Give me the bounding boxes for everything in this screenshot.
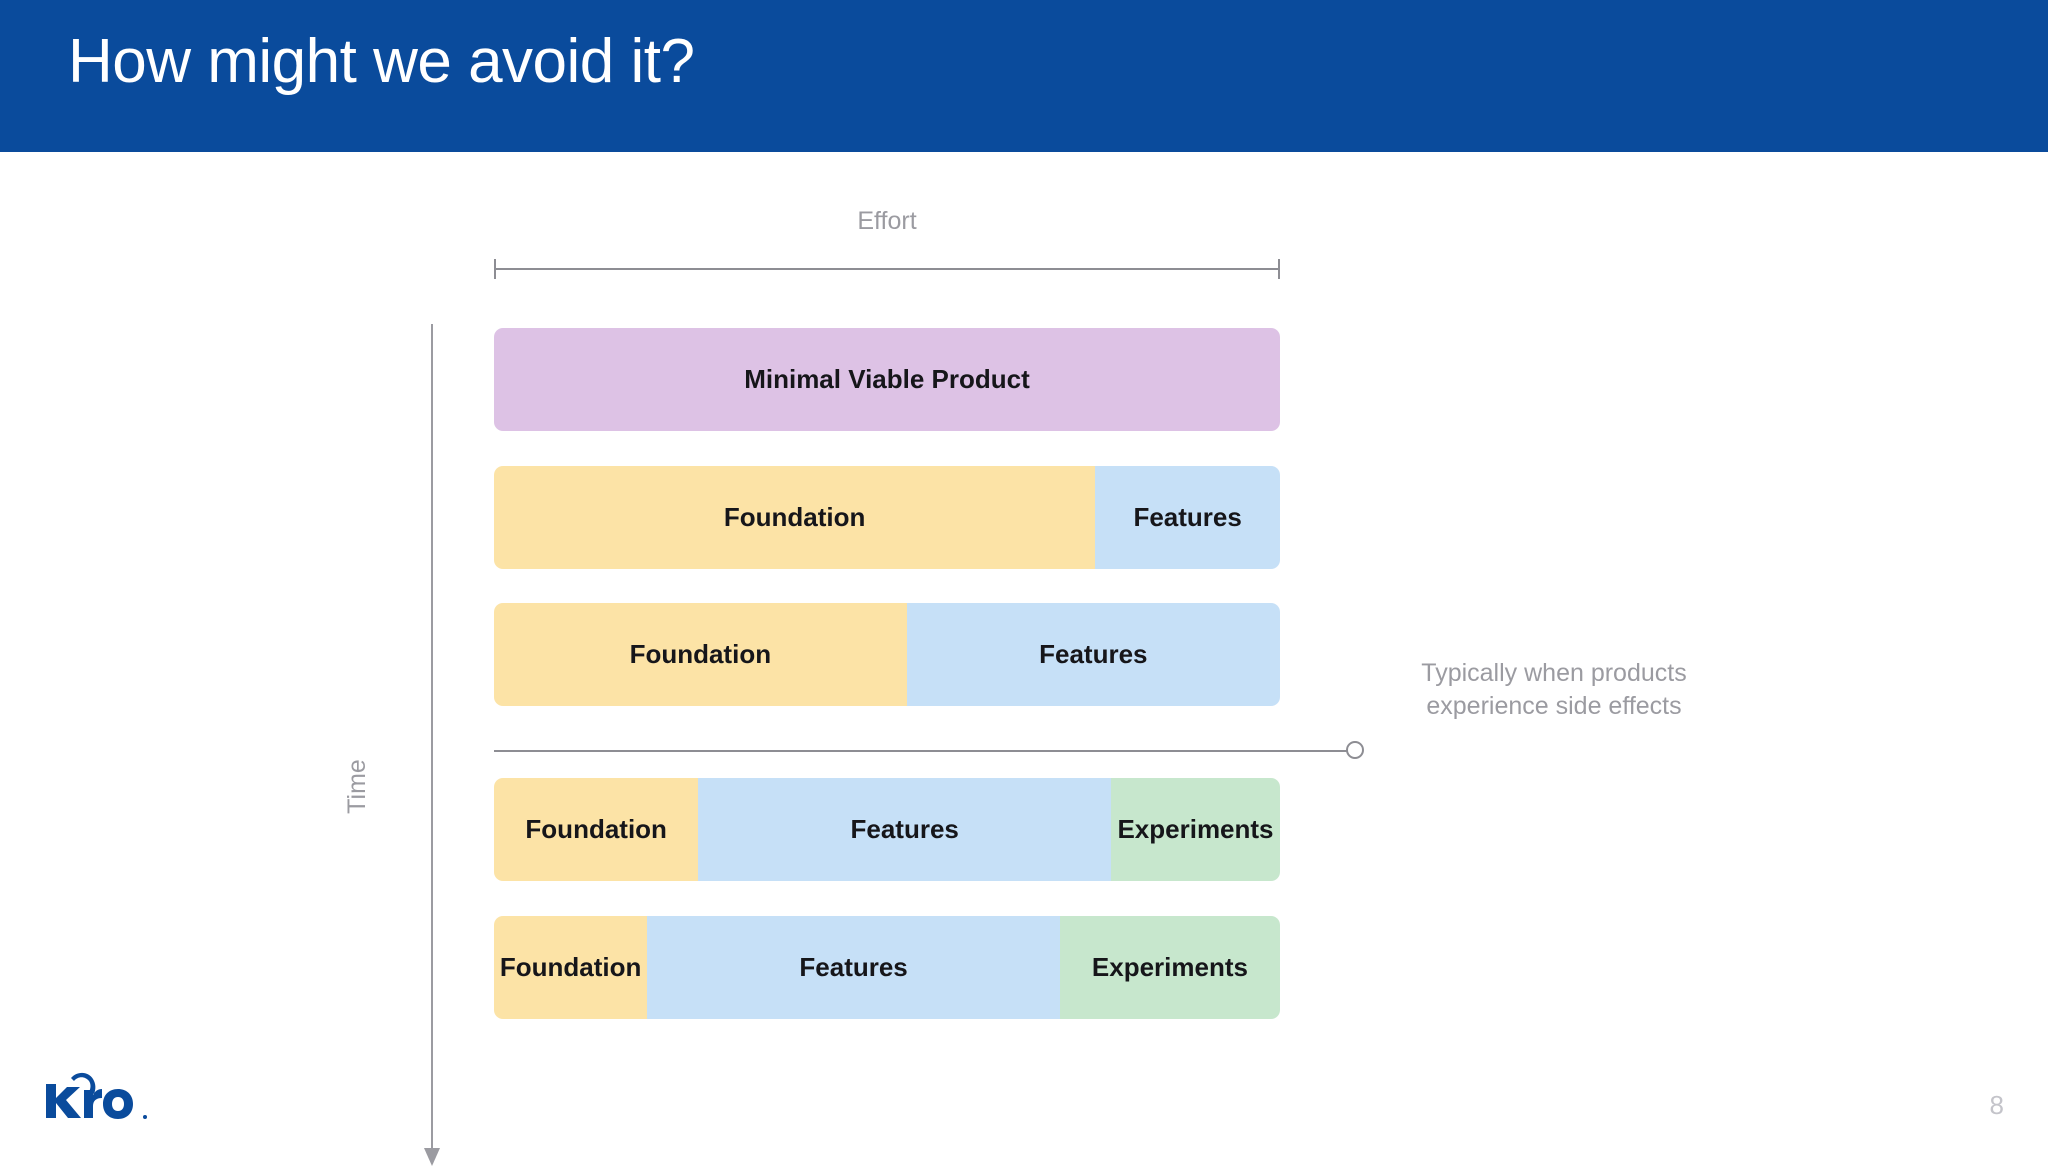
time-axis-arrow: [424, 324, 440, 1174]
annotation-line-1: Typically when products: [1421, 659, 1687, 687]
bar-segment-features: Features: [1095, 466, 1280, 569]
bar-segment-foundation: Foundation: [494, 778, 699, 881]
annotation-line-2: experience side effects: [1426, 692, 1682, 720]
bar-segment-foundation: Foundation: [494, 916, 648, 1019]
bar-segment-features: Features: [647, 916, 1060, 1019]
annotation-leader-line: [494, 750, 1350, 752]
bar-segment-foundation: Foundation: [494, 466, 1096, 569]
bar-segment-foundation: Foundation: [494, 603, 907, 706]
effort-bracket-right-cap: [1278, 259, 1280, 279]
page-number: 8: [1989, 1090, 2004, 1120]
side-effects-annotation-line: [494, 741, 1364, 761]
annotation-circle-icon: [1346, 741, 1364, 759]
slide-header-band: How might we avoid it?: [0, 0, 2048, 152]
bar-segment-experiments: Experiments: [1111, 778, 1280, 881]
bar-segment-minimal-viable-product: Minimal Viable Product: [494, 328, 1280, 431]
bar-row: Minimal Viable Product: [494, 328, 1280, 431]
bar-segment-features: Features: [906, 603, 1280, 706]
effort-axis-label: Effort: [857, 207, 917, 235]
page-title: How might we avoid it?: [68, 27, 695, 96]
arrow-down-icon: [424, 1148, 440, 1166]
bar-segment-experiments: Experiments: [1059, 916, 1280, 1019]
effort-bracket-bar: [494, 268, 1280, 270]
time-axis-shaft: [431, 324, 433, 1152]
bar-segment-features: Features: [698, 778, 1111, 881]
effort-axis-bracket: [494, 258, 1280, 280]
kroger-logo: Kroger: [40, 1068, 160, 1126]
side-effects-annotation-text: Typically when products experience side …: [1404, 657, 1704, 723]
time-axis-label: Time: [342, 759, 371, 814]
